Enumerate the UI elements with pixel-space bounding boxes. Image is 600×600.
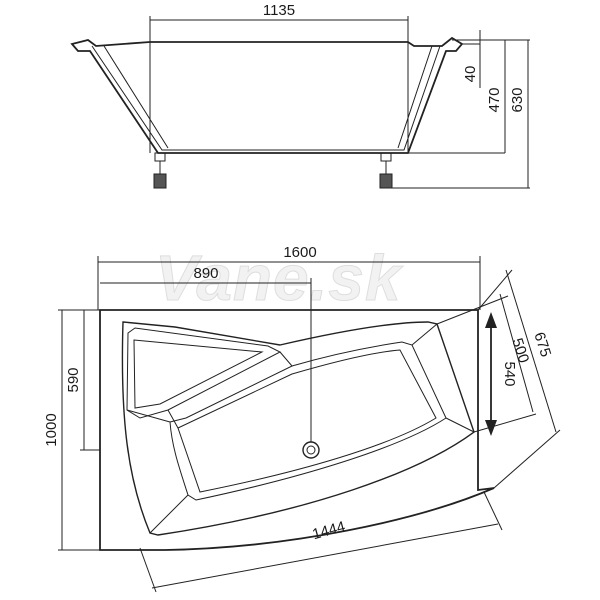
dim-line-front-curve (151, 523, 499, 589)
top-view: 1600 890 1000 590 540 675 500 1444 (43, 244, 561, 593)
dim-line-right-depth-outer (505, 269, 557, 433)
top-view-basin-floor (169, 341, 447, 501)
dim-total-height: 630 (509, 87, 526, 112)
dim-left-depth: 590 (65, 367, 82, 392)
top-view-headrest (126, 327, 282, 419)
dim-right-depth-mid: 500 (508, 336, 532, 365)
top-view-outer-rim (99, 309, 495, 551)
right-foot (379, 152, 393, 189)
drain (302, 441, 320, 459)
top-view-basin-outer (121, 321, 475, 536)
left-foot (153, 152, 167, 189)
side-view-inner-wall-2 (103, 45, 433, 149)
side-view-inner-wall (91, 45, 441, 151)
dim-drain-offset: 890 (193, 265, 218, 282)
dim-overall-width: 1000 (43, 413, 60, 446)
dim-rim-height: 40 (462, 66, 479, 83)
dim-right-depth-inner: 540 (501, 361, 518, 386)
dim-top-width: 1135 (263, 2, 295, 19)
watermark: Vane.sk (155, 242, 404, 314)
dim-overall-length: 1600 (283, 244, 316, 261)
dim-line-right-depth-mid (499, 293, 534, 413)
dim-inner-depth: 470 (486, 87, 503, 112)
side-view: 1135 40 470 630 (70, 2, 530, 189)
dim-right-depth-outer: 675 (530, 330, 554, 359)
side-view-outer-shell (70, 36, 464, 154)
dim-front-curve-length: 1444 (311, 518, 348, 543)
